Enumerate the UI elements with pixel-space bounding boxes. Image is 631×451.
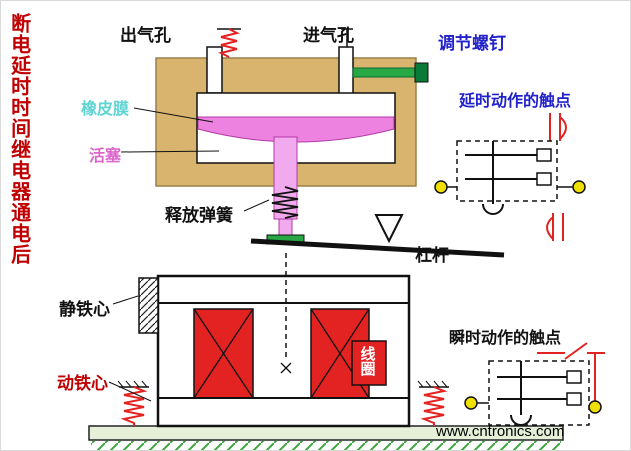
instant-terminal-left: [464, 396, 478, 410]
valve-spring: [218, 28, 240, 58]
lever-line: [250, 238, 505, 258]
delay-contacts-label: 延时动作的触点: [459, 93, 572, 110]
delay-terminal-left: [434, 180, 448, 194]
rubber-diaphragm-shape: [197, 116, 395, 143]
link-dashed-line: [280, 253, 292, 374]
electromagnet: [138, 274, 411, 428]
adjust-screw-label: 调节螺钉: [438, 34, 506, 53]
diaphragm-label: 橡皮膜: [81, 101, 130, 118]
piston-label: 活塞: [89, 148, 122, 165]
pneumatic-chamber: [155, 28, 429, 245]
lever-label: 杠杆: [415, 246, 449, 265]
coil-left: [193, 308, 254, 399]
instant-contact-box: [488, 360, 590, 426]
instant-contact-symbol: [537, 342, 605, 401]
instant-contacts-label: 瞬时动作的触点: [449, 330, 562, 347]
watermark: www.cntronics.com: [436, 423, 565, 440]
inlet-tube: [338, 46, 354, 96]
adjust-screw-shape: [352, 62, 429, 83]
release-spring-shape: [271, 186, 299, 219]
moving-core-label: 动铁心: [57, 374, 108, 393]
static-core-hatch: [138, 277, 159, 334]
delay-contact-box: [456, 140, 558, 202]
release-spring-label: 释放弹簧: [165, 206, 233, 225]
outlet-label: 出气孔: [120, 26, 171, 45]
lever-group: [250, 214, 505, 258]
coil-label-box: [351, 340, 387, 386]
pivot-triangle: [374, 214, 404, 244]
delay-contact-symbol-bottom: [546, 213, 564, 241]
instant-terminal-right: [588, 400, 602, 414]
outlet-tube: [206, 46, 223, 94]
pointer-lines: [108, 107, 270, 402]
armature-spring-right: [417, 380, 449, 426]
inlet-label: 进气孔: [303, 26, 354, 45]
coil-label: 线圈: [358, 346, 376, 376]
delay-contacts-group: [434, 113, 586, 241]
delay-terminal-right: [572, 180, 586, 194]
diagram-title: 断电延时时间继电器通电后: [7, 13, 30, 265]
delay-contact-symbol-top: [549, 113, 567, 141]
armature-spring-left: [117, 380, 149, 426]
static-core-label: 静铁心: [59, 300, 110, 319]
piston-rod-lower: [278, 218, 293, 238]
instant-contacts-group: [464, 342, 605, 426]
